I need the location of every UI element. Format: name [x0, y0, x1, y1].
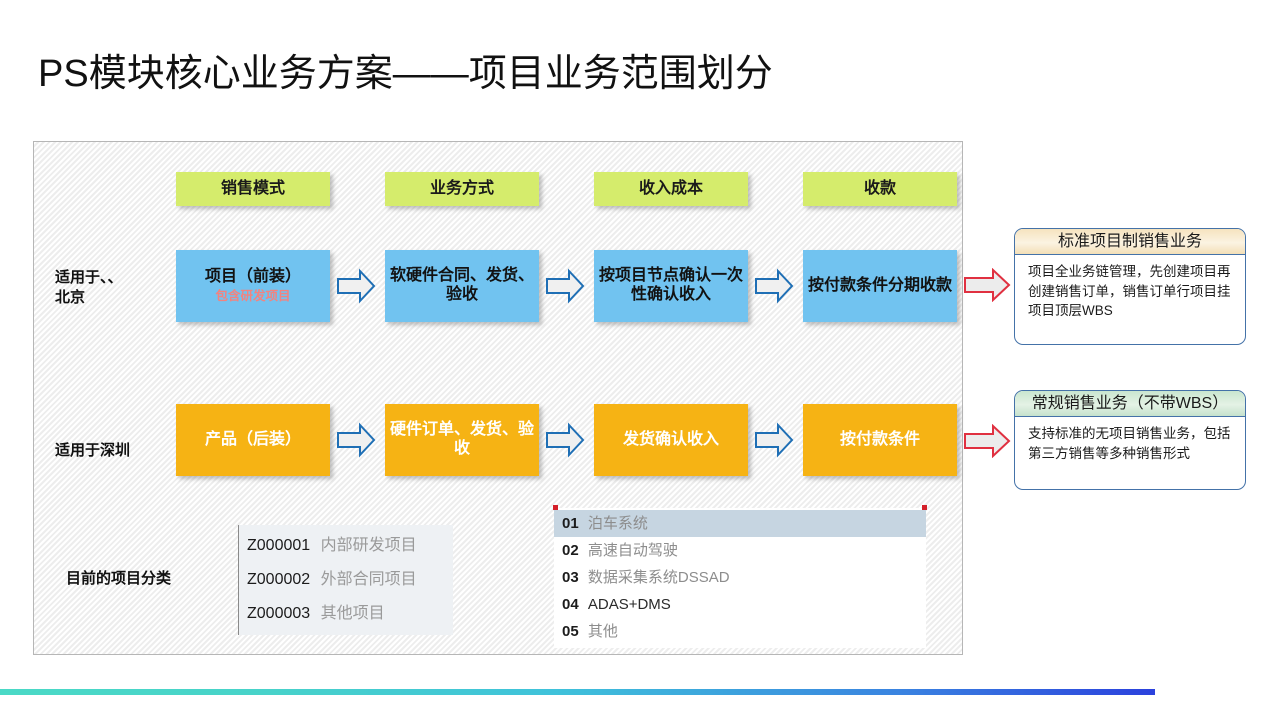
process-box-subtitle: 包含研发项目 [215, 289, 291, 304]
callout-standard-project-sales[interactable]: 标准项目制销售业务 项目全业务链管理，先创建项目再创建销售订单，销售订单行项目挂… [1014, 228, 1246, 345]
classification-label: 目前的项目分类 [66, 570, 172, 587]
subtype-number: 01 [562, 515, 579, 532]
flow-arrow-right-icon [336, 268, 376, 304]
process-box-title: 软硬件合同、发货、验收 [389, 267, 534, 303]
column-header-collection: 收款 [803, 172, 957, 206]
process-box-title: 按项目节点确认一次性确认收入 [598, 267, 743, 303]
process-box-title: 按付款条件 [839, 430, 920, 448]
bottom-accent-bar [0, 689, 1155, 695]
subtype-text: 其他 [587, 623, 618, 640]
process-box-hardware-order[interactable]: 硬件订单、发货、验收 [385, 404, 539, 476]
project-subtype-list[interactable]: 01 泊车系统 02 高速自动驾驶 03 数据采集系统DSSAD 04 ADAS… [554, 508, 926, 648]
callout-arrow-red-icon [963, 424, 1011, 458]
subtype-text: ADAS+DMS [587, 596, 671, 613]
callout-header: 标准项目制销售业务 [1015, 229, 1245, 255]
category-desc: 外部合同项目 [320, 571, 417, 588]
subtype-number: 03 [562, 569, 579, 586]
row-label-line1: 适用于深圳 [55, 442, 131, 459]
process-box-title: 发货确认收入 [622, 430, 719, 448]
list-item[interactable]: 05 其他 [554, 618, 926, 645]
category-code: Z000002 [247, 571, 311, 588]
flow-arrow-right-icon [754, 422, 794, 458]
flow-arrow-right-icon [754, 268, 794, 304]
callout-body: 支持标准的无项目销售业务，包括第三方销售等多种销售形式 [1028, 426, 1231, 461]
column-header-sales-mode: 销售模式 [176, 172, 330, 206]
process-box-title: 按付款条件分期收款 [807, 276, 952, 294]
column-header-label: 收入成本 [638, 179, 703, 197]
list-item[interactable]: Z000002 外部合同项目 [247, 563, 453, 597]
row-label-line1: 适用于、、 [55, 269, 123, 286]
category-desc: 内部研发项目 [320, 537, 417, 554]
category-desc: 其他项目 [320, 605, 385, 622]
subtype-number: 04 [562, 596, 579, 613]
column-header-business-method: 业务方式 [385, 172, 539, 206]
process-box-delivery-revenue[interactable]: 发货确认收入 [594, 404, 748, 476]
column-header-label: 收款 [863, 179, 896, 197]
process-box-installment-collection[interactable]: 按付款条件分期收款 [803, 250, 957, 322]
row-label-line2: 北京 [55, 289, 86, 307]
column-header-label: 销售模式 [220, 179, 285, 197]
selection-handle-marker [922, 505, 927, 510]
category-code: Z000001 [247, 537, 311, 554]
row-label-beijing: 适用于、、 北京 [55, 268, 170, 309]
list-item[interactable]: 02 高速自动驾驶 [554, 537, 926, 564]
list-item[interactable]: 01 泊车系统 [554, 510, 926, 537]
flow-arrow-right-icon [336, 422, 376, 458]
process-box-product-rear[interactable]: 产品（后装） [176, 404, 330, 476]
process-box-title: 产品（后装） [204, 430, 301, 448]
subtype-text: 数据采集系统DSSAD [587, 569, 730, 586]
process-box-payment-terms[interactable]: 按付款条件 [803, 404, 957, 476]
column-header-label: 业务方式 [429, 179, 494, 197]
selection-handle-marker [553, 505, 558, 510]
project-category-list[interactable]: Z000001 内部研发项目 Z000002 外部合同项目 Z000003 其他… [238, 525, 453, 635]
callout-arrow-red-icon [963, 268, 1011, 302]
list-item[interactable]: Z000001 内部研发项目 [247, 529, 453, 563]
page-title: PS模块核心业务方案——项目业务范围划分 [38, 53, 773, 95]
flow-arrow-right-icon [545, 268, 585, 304]
process-box-title: 硬件订单、发货、验收 [389, 421, 534, 457]
subtype-number: 05 [562, 623, 579, 640]
subtype-text: 泊车系统 [587, 515, 648, 532]
process-box-contract-delivery[interactable]: 软硬件合同、发货、验收 [385, 250, 539, 322]
row-label-shenzhen: 适用于深圳 [55, 441, 170, 461]
subtype-number: 02 [562, 542, 579, 559]
process-box-project-front[interactable]: 项目（前装） 包含研发项目 [176, 250, 330, 322]
process-box-title: 项目（前装） [204, 268, 301, 286]
list-item[interactable]: Z000003 其他项目 [247, 597, 453, 631]
list-item[interactable]: 04 ADAS+DMS [554, 591, 926, 618]
callout-header: 常规销售业务（不带WBS） [1015, 391, 1245, 417]
category-code: Z000003 [247, 605, 311, 622]
column-header-revenue-cost: 收入成本 [594, 172, 748, 206]
process-box-milestone-revenue[interactable]: 按项目节点确认一次性确认收入 [594, 250, 748, 322]
subtype-text: 高速自动驾驶 [587, 542, 678, 559]
diagram-panel [33, 141, 963, 655]
callout-regular-sales[interactable]: 常规销售业务（不带WBS） 支持标准的无项目销售业务，包括第三方销售等多种销售形… [1014, 390, 1246, 490]
list-item[interactable]: 03 数据采集系统DSSAD [554, 564, 926, 591]
flow-arrow-right-icon [545, 422, 585, 458]
callout-body: 项目全业务链管理，先创建项目再创建销售订单，销售订单行项目挂项目顶层WBS [1028, 264, 1231, 319]
